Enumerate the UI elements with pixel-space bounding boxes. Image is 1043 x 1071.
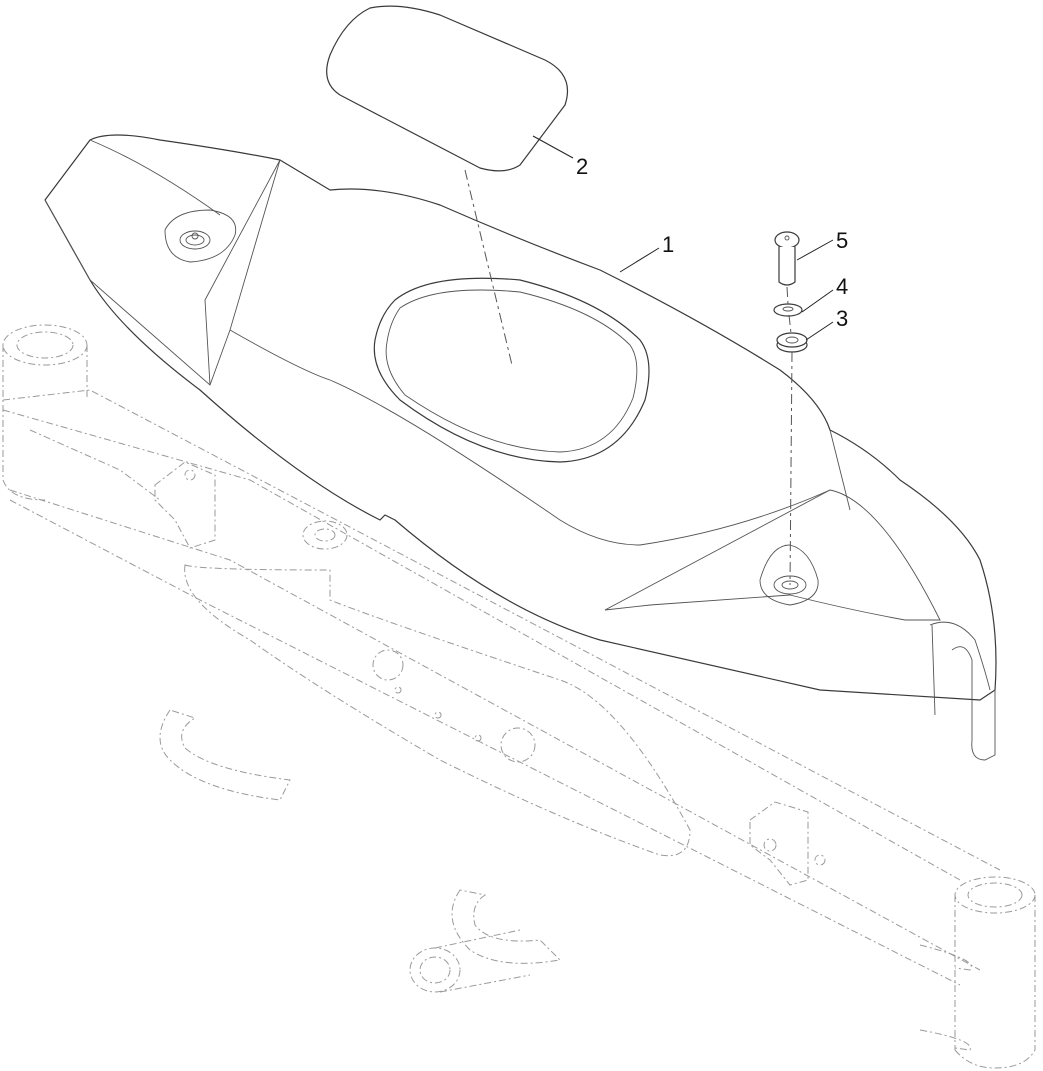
axle-frame-phantom bbox=[2, 324, 1036, 1069]
leader-lines bbox=[532, 135, 834, 341]
assembly-center-lines bbox=[464, 169, 793, 586]
hardware-stack bbox=[773, 231, 808, 353]
callouts: 1 2 3 4 5 bbox=[576, 154, 848, 331]
callout-2: 2 bbox=[576, 154, 588, 179]
callout-3: 3 bbox=[836, 306, 848, 331]
callout-4: 4 bbox=[836, 274, 848, 299]
decal-part-2 bbox=[326, 5, 569, 172]
callout-5: 5 bbox=[836, 228, 848, 253]
callout-1: 1 bbox=[662, 232, 674, 257]
cover-panel-part-1 bbox=[44, 134, 997, 761]
